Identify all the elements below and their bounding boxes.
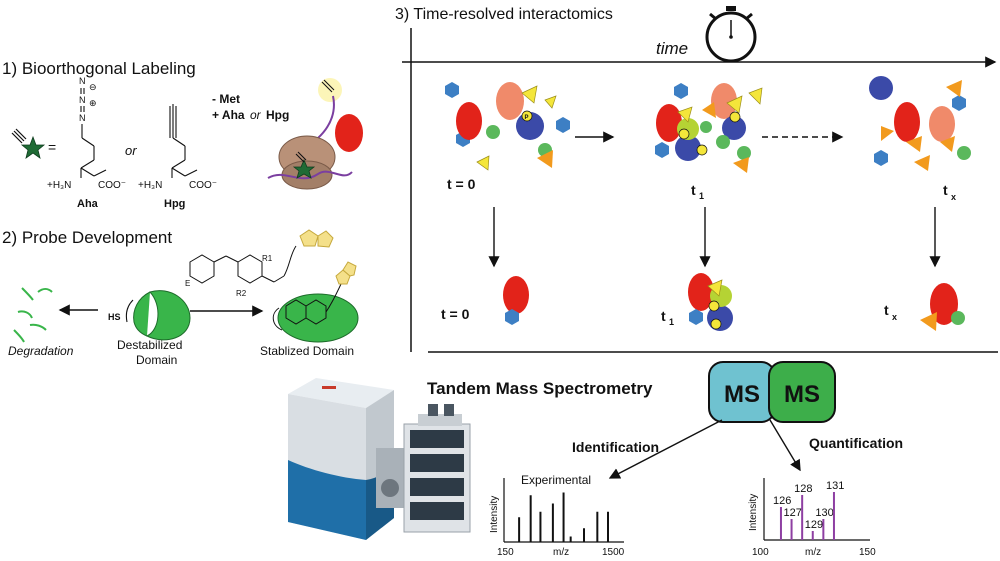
t0-label-top: t = 0 [447, 176, 476, 192]
spectrum-identification [503, 478, 624, 543]
ms-title: Tandem Mass Spectrometry [427, 379, 653, 398]
bars2-peak-label-3: 129 [805, 519, 823, 531]
or-label: or [125, 143, 137, 158]
spectrum1-xtick-min: 150 [497, 547, 514, 558]
destabilized-label-1: Destabilized [117, 338, 182, 352]
identification-label: Identification [572, 439, 659, 455]
bars2-peak-label-0: 126 [773, 495, 791, 507]
bars2-peak-label-5: 131 [826, 480, 844, 492]
aha-n-plus: ⊕ [89, 98, 97, 108]
condition-hpg: Hpg [266, 108, 289, 122]
bars2-peak-label-2: 128 [794, 483, 812, 495]
condition-aha: + Aha [212, 108, 245, 122]
ms-right-label: MS [784, 381, 820, 408]
probe-r1-label: R1 [262, 254, 273, 263]
complex-t1 [655, 83, 763, 173]
stopwatch-icon [705, 6, 757, 63]
condition-or: or [250, 108, 262, 122]
aha-label: Aha [77, 198, 99, 210]
aha-structure [80, 124, 107, 178]
t1-sub-top: 1 [699, 191, 704, 201]
arrow-quantification [769, 419, 801, 472]
spectrum1-title: Experimental [521, 473, 591, 487]
ms-left-label: MS [724, 381, 760, 408]
bars2-peak-label-1: 127 [784, 507, 802, 519]
aha-amine: +H₃N [47, 180, 71, 191]
equals-sign: = [48, 139, 56, 155]
aha-n2: N [79, 95, 86, 105]
bars2-peak-label-4: 130 [815, 507, 833, 519]
destabilized-label-2: Domain [136, 353, 177, 367]
spectrum1-ylabel: Intensity [489, 496, 500, 533]
spectrum2-xlabel: m/z [805, 547, 821, 558]
probe-r2-label: R2 [236, 289, 247, 298]
condition-met: - Met [212, 92, 240, 106]
phospho-p: P [525, 115, 529, 121]
arrow-identification [608, 419, 723, 479]
isolated-t0 [503, 276, 529, 325]
destabilized-domain [125, 290, 191, 341]
hpg-structure [169, 104, 198, 178]
t1-label-top: t [691, 182, 696, 198]
spectrum1-xlabel: m/z [553, 547, 569, 558]
tx-label-top: t [943, 182, 948, 198]
hpg-carboxylate: COO⁻ [189, 180, 217, 191]
hpg-label: Hpg [164, 198, 185, 210]
degradation-label: Degradation [8, 344, 74, 358]
labeled-star-icon [11, 128, 46, 159]
spectrum2-xtick-max: 150 [859, 547, 876, 558]
isolated-t1 [688, 273, 733, 331]
stabilized-domain [272, 261, 359, 343]
probe-structure [189, 229, 334, 284]
thiol-label: HS [108, 312, 121, 322]
probe-e-label: E [185, 279, 190, 288]
degradation-fragments [13, 287, 53, 343]
ms-ms-badge [708, 361, 836, 423]
spectrum1-xtick-max: 1500 [602, 547, 625, 558]
mass-spectrometer-image [288, 378, 471, 540]
spectrum2-xtick-min: 100 [752, 547, 769, 558]
aha-carboxylate: COO⁻ [98, 180, 126, 191]
tx-sub-bottom: x [892, 312, 897, 322]
ribosome-illustration [267, 78, 363, 190]
tx-sub-top: x [951, 192, 956, 202]
t0-label-bottom: t = 0 [441, 306, 470, 322]
complex-t0 [445, 82, 570, 171]
aha-n-minus: ⊖ [89, 82, 97, 92]
aha-n1: N [79, 113, 86, 123]
isolated-tx [920, 283, 965, 331]
probe-title: 2) Probe Development [2, 228, 172, 247]
spectrum2-ylabel: Intensity [748, 494, 759, 531]
interactomics-title: 3) Time-resolved interactomics [395, 6, 613, 23]
stabilized-label: Stablized Domain [260, 344, 354, 358]
t1-sub-bottom: 1 [669, 317, 674, 327]
hpg-amine: +H₃N [138, 180, 162, 191]
aha-n3: N [79, 76, 86, 86]
quantification-label: Quantification [809, 435, 903, 451]
time-label: time [656, 39, 688, 58]
complex-tx [869, 76, 971, 171]
t1-label-bottom: t [661, 308, 666, 324]
labeling-title: 1) Bioorthogonal Labeling [2, 59, 196, 78]
tx-label-bottom: t [884, 302, 889, 318]
